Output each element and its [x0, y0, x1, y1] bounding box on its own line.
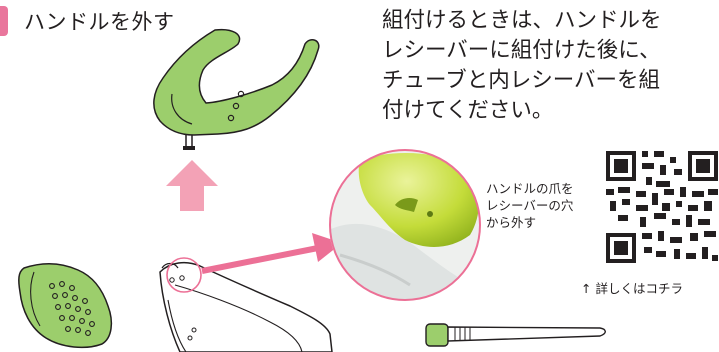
instruction-line: レシーバーに組付けた後に、 [382, 38, 661, 63]
detail-photo-icon [329, 149, 481, 301]
instruction-line: 組付けるときは、ハンドルを [382, 8, 662, 33]
detail-callout: ハンドルの爪を レシーバーの穴 から外す [486, 180, 606, 231]
grip-part-icon [18, 263, 113, 349]
pointer-arrow-icon [201, 233, 342, 274]
qr-code-icon [603, 148, 719, 266]
step-heading: ハンドルを外す [0, 6, 175, 36]
callout-line: レシーバーの穴 [486, 198, 574, 213]
tube-part-icon [425, 323, 606, 347]
up-arrow-icon [166, 160, 218, 211]
qr-caption[interactable]: ↑ 詳しくはコチラ [581, 281, 683, 296]
handle-part-icon [153, 28, 320, 150]
instruction-text: 組付けるときは、ハンドルを レシーバーに組付けた後に、 チューブと内レシーバーを… [382, 6, 712, 126]
instruction-line: チューブと内レシーバーを組 [382, 68, 660, 93]
step-title: ハンドルを外す [24, 10, 175, 34]
step-marker [0, 6, 8, 36]
callout-line: ハンドルの爪を [486, 181, 574, 196]
instruction-line: 付けてください。 [382, 98, 554, 123]
receiver-part-icon [159, 257, 333, 352]
callout-line: から外す [486, 215, 537, 230]
